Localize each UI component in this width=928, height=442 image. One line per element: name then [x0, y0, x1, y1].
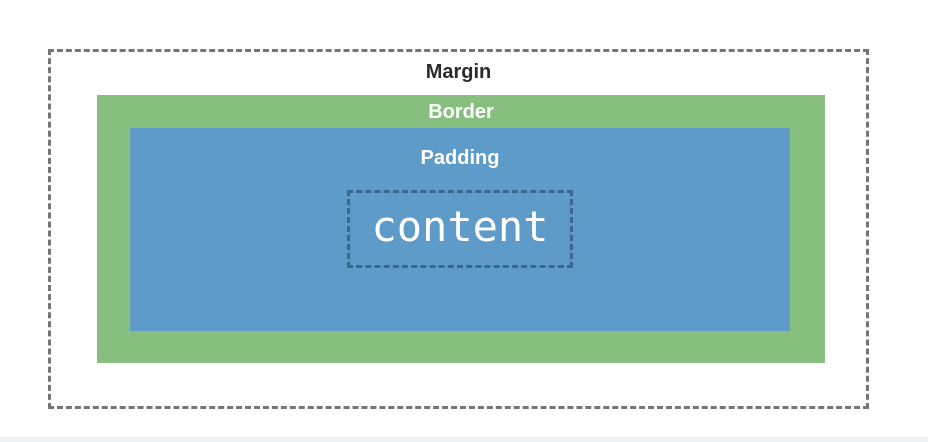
padding-label: Padding — [420, 147, 500, 169]
border-box: Border Padding content — [97, 95, 825, 363]
border-label: Border — [428, 101, 494, 123]
bottom-edge-strip — [0, 437, 928, 442]
margin-label: Margin — [425, 61, 492, 83]
content-box: content — [347, 190, 573, 268]
padding-box: Padding content — [130, 128, 790, 331]
content-label: content — [371, 202, 549, 251]
margin-box: Margin Border Padding content — [48, 49, 869, 409]
